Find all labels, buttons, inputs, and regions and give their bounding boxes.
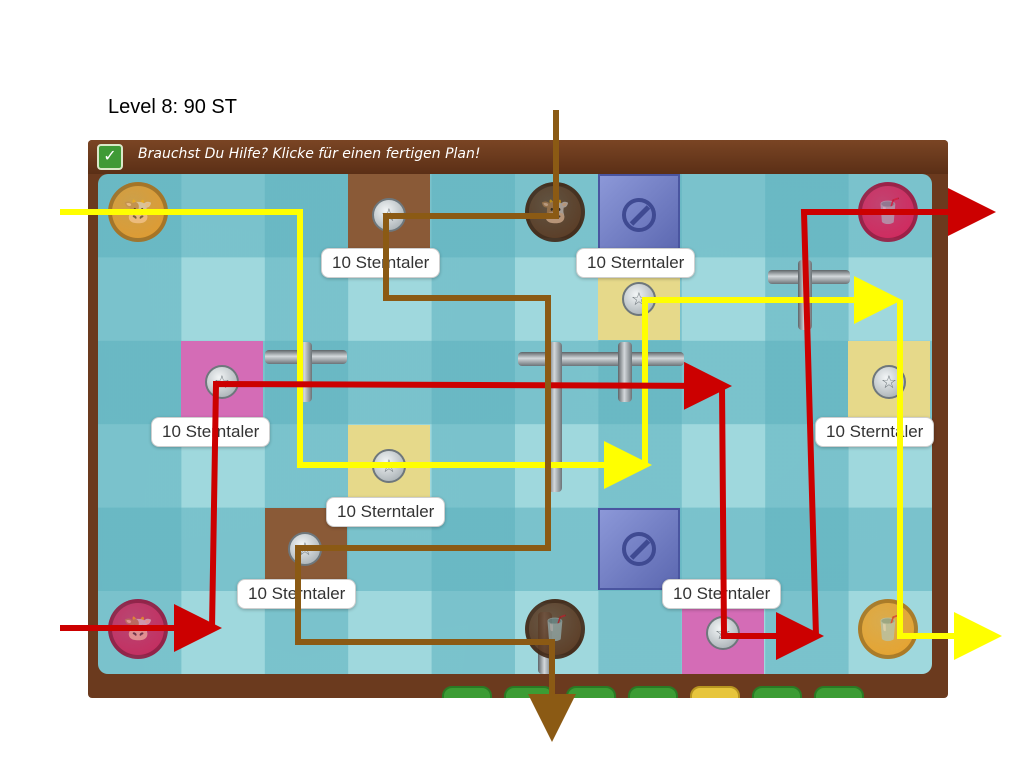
valve-icon[interactable]: ☆ xyxy=(288,532,322,566)
level-button-active[interactable] xyxy=(690,686,740,698)
blocked-tile xyxy=(598,508,680,590)
level-button[interactable] xyxy=(566,686,616,698)
level-button[interactable] xyxy=(504,686,554,698)
milkshake-icon: 🥤 xyxy=(540,615,570,642)
star-icon: ☆ xyxy=(380,456,398,476)
help-checkbox[interactable]: ✓ xyxy=(97,144,123,170)
help-text[interactable]: Brauchst Du Hilfe? Klicke für einen fert… xyxy=(138,146,481,162)
valve-icon[interactable]: ☆ xyxy=(706,616,740,650)
level-button[interactable] xyxy=(628,686,678,698)
milkshake-icon: 🥤 xyxy=(873,198,903,225)
station-milkshake-orange: 🥤 xyxy=(858,599,918,659)
star-icon: ☆ xyxy=(714,623,732,643)
station-cow-pink: 🐮 xyxy=(108,599,168,659)
valve-icon[interactable]: ☆ xyxy=(372,449,406,483)
pipe-segment xyxy=(618,342,632,402)
valve-icon[interactable]: ☆ xyxy=(622,282,656,316)
star-icon: ☆ xyxy=(380,205,398,225)
station-cow-brown: 🐮 xyxy=(525,182,585,242)
no-entry-icon xyxy=(622,532,656,566)
blocked-tile xyxy=(598,174,680,256)
station-cow-orange: 🐮 xyxy=(108,182,168,242)
valve-icon[interactable]: ☆ xyxy=(872,365,906,399)
milkshake-icon: 🥤 xyxy=(873,615,903,642)
valve-icon[interactable]: ☆ xyxy=(205,365,239,399)
cow-icon: 🐮 xyxy=(123,615,153,642)
price-label: 10 Sterntaler xyxy=(576,248,696,278)
star-icon: ☆ xyxy=(213,372,231,392)
star-icon: ☆ xyxy=(296,539,314,559)
valve-icon[interactable]: ☆ xyxy=(372,198,406,232)
pipe-segment xyxy=(798,260,812,330)
price-label: 10 Sterntaler xyxy=(662,579,782,609)
level-button[interactable] xyxy=(814,686,864,698)
price-label: 10 Sterntaler xyxy=(815,417,935,447)
station-milkshake-pink: 🥤 xyxy=(858,182,918,242)
level-button[interactable] xyxy=(442,686,492,698)
pipe-segment xyxy=(548,342,562,492)
level-button[interactable] xyxy=(752,686,802,698)
no-entry-icon xyxy=(622,198,656,232)
cow-icon: 🐮 xyxy=(123,198,153,225)
help-bar: ✓ Brauchst Du Hilfe? Klicke für einen fe… xyxy=(88,140,948,174)
station-milkshake-brown: 🥤 xyxy=(525,599,585,659)
price-label: 10 Sterntaler xyxy=(321,248,441,278)
level-title: Level 8: 90 ST xyxy=(108,96,237,118)
star-icon: ☆ xyxy=(630,289,648,309)
price-label: 10 Sterntaler xyxy=(151,417,271,447)
star-icon: ☆ xyxy=(880,372,898,392)
price-label: 10 Sterntaler xyxy=(237,579,357,609)
pipe-segment xyxy=(298,342,312,402)
pipe-segment xyxy=(518,352,684,366)
price-label: 10 Sterntaler xyxy=(326,497,446,527)
cow-icon: 🐮 xyxy=(540,198,570,225)
